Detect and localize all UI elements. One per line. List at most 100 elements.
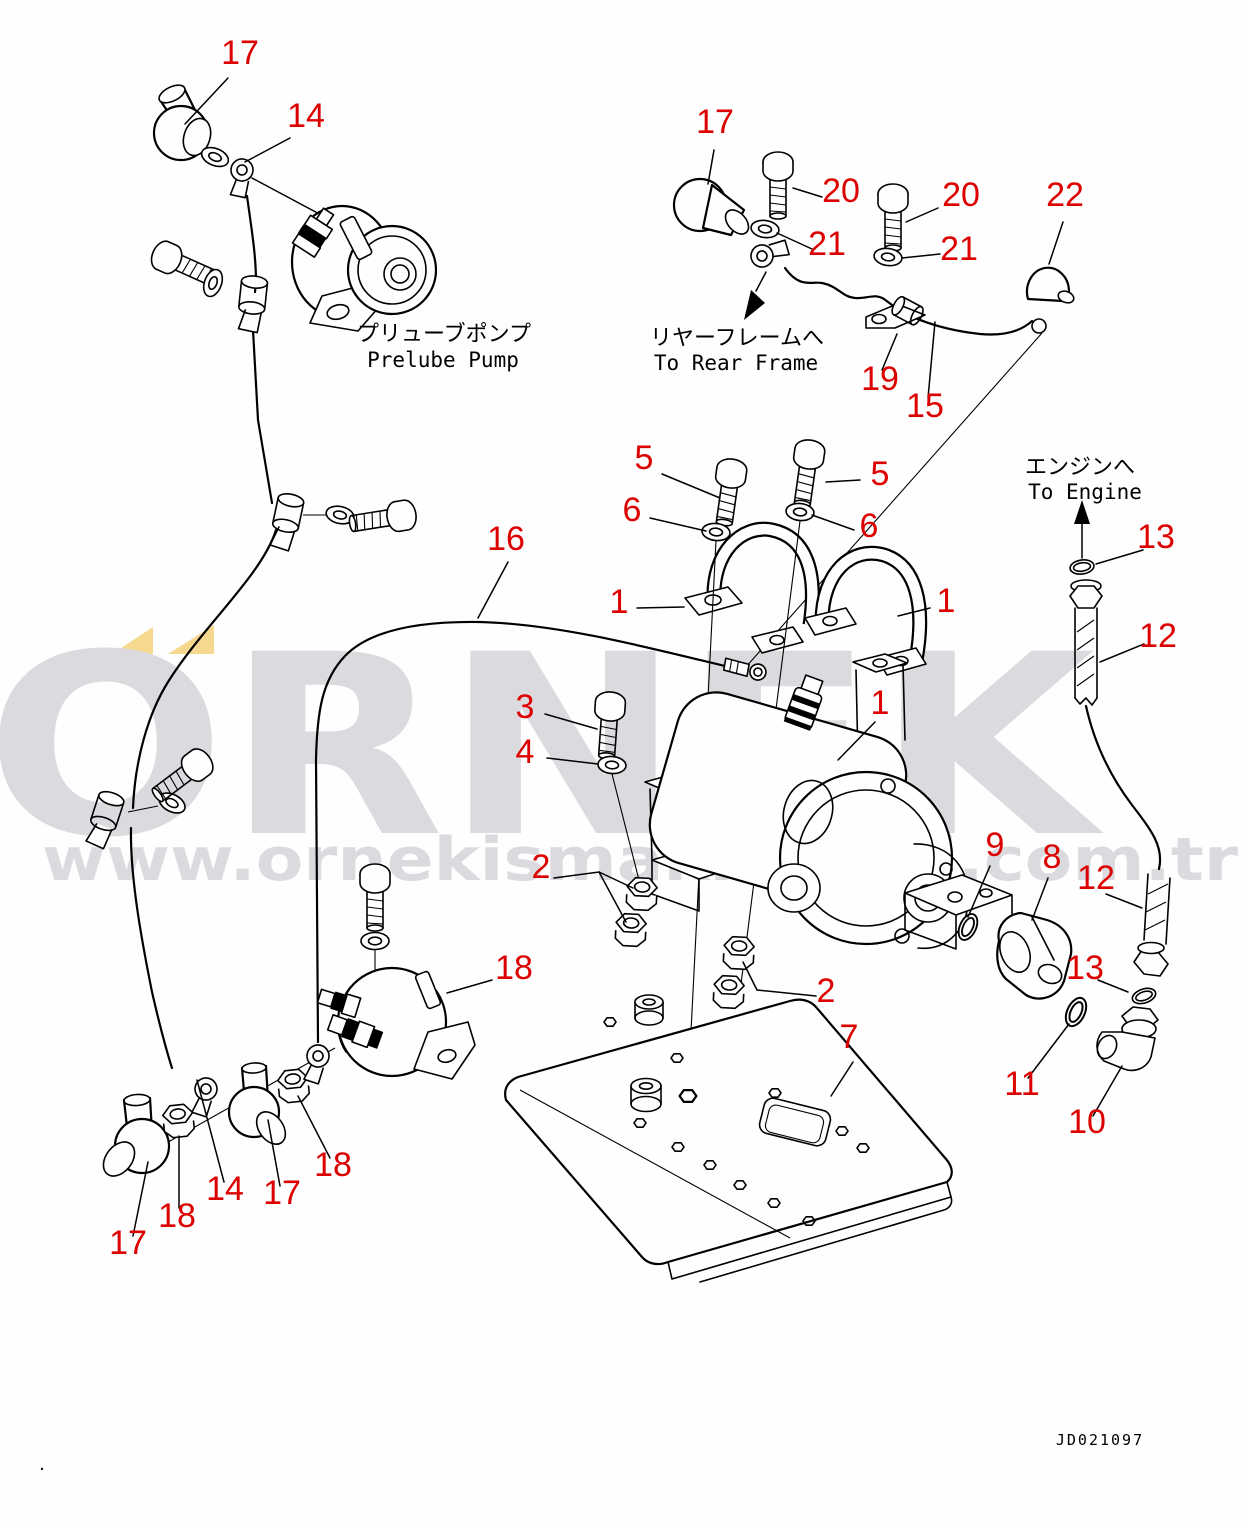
label-engine-en: To Engine xyxy=(1028,480,1142,504)
callout-14: 14 xyxy=(287,97,325,135)
label-prelube-pump-jp: プリューブポンプ xyxy=(357,322,531,347)
ring-terminal xyxy=(747,235,792,271)
prelube-pump-motor xyxy=(644,653,1013,950)
callout-18: 18 xyxy=(314,1146,352,1184)
direction-arrow-down xyxy=(744,271,767,320)
text-annotations: プリューブポンプ Prelube Pump リヤーフレームへ To Rear F… xyxy=(37,322,1144,1474)
washer xyxy=(360,931,390,951)
bolt xyxy=(346,497,419,540)
o-ring xyxy=(1129,984,1159,1008)
engine-hose-group xyxy=(1060,500,1171,1072)
motor-fasteners xyxy=(590,690,756,1010)
callout-18: 18 xyxy=(158,1197,196,1235)
callout-17: 17 xyxy=(221,34,259,72)
label-rear-frame-jp: リヤーフレームへ xyxy=(650,326,824,351)
drawing-number: JD021097 xyxy=(1056,1431,1144,1449)
washer xyxy=(749,217,781,241)
callout-1: 1 xyxy=(937,582,956,620)
callout-20: 20 xyxy=(822,172,860,210)
callout-1: 1 xyxy=(610,583,629,621)
nut xyxy=(712,974,746,1010)
hose-upper xyxy=(1069,579,1103,706)
mounting-plate xyxy=(504,994,953,1283)
callout-10: 10 xyxy=(1068,1103,1106,1141)
callout-17: 17 xyxy=(696,103,734,141)
callout-19: 19 xyxy=(861,360,899,398)
elbow-fitting xyxy=(1096,1006,1159,1072)
callout-20: 20 xyxy=(942,176,980,214)
rubber-mount xyxy=(630,1077,662,1113)
rubber-mount xyxy=(634,994,664,1026)
terminal-boot xyxy=(672,177,750,237)
relay-terminals xyxy=(291,207,335,258)
ring-terminal xyxy=(299,1041,333,1086)
nut xyxy=(722,935,756,971)
callout-13: 13 xyxy=(1066,949,1104,987)
bolt xyxy=(708,456,749,529)
cover-cap xyxy=(1025,266,1075,304)
callout-21: 21 xyxy=(940,230,978,268)
callout-5: 5 xyxy=(635,439,654,477)
direction-arrow-up xyxy=(1074,500,1090,559)
callout-5: 5 xyxy=(871,455,890,493)
callout-7: 7 xyxy=(840,1018,859,1056)
o-ring xyxy=(1068,557,1096,577)
hose-lower xyxy=(1129,873,1171,1008)
callout-18: 18 xyxy=(495,949,533,987)
prelube-pump-relay-group xyxy=(146,84,438,334)
callout-15: 15 xyxy=(906,387,944,425)
callout-2: 2 xyxy=(532,848,551,886)
terminal-boot xyxy=(152,84,212,162)
callout-13: 13 xyxy=(1137,518,1175,556)
nut xyxy=(614,912,648,948)
terminal-boot xyxy=(102,1093,171,1177)
nut xyxy=(161,1102,196,1140)
watermark-accent-triangle xyxy=(168,625,214,654)
bolt xyxy=(762,151,794,220)
label-engine-jp: エンジンへ xyxy=(1025,455,1135,480)
terminal-boot xyxy=(227,1062,287,1145)
label-prelube-pump-en: Prelube Pump xyxy=(367,348,519,372)
battery-relay-group xyxy=(102,863,476,1177)
relay-terminals xyxy=(326,1014,384,1049)
bolt xyxy=(786,437,827,510)
motor-terminal-stud xyxy=(783,674,824,731)
wiring-harness-lines xyxy=(129,194,1162,1070)
wire-clamp xyxy=(235,273,269,334)
relay xyxy=(316,966,476,1080)
washer xyxy=(199,266,227,300)
pump-strap-clamps xyxy=(684,437,928,1091)
mount-bracket-right xyxy=(904,874,1013,950)
watermark-accent-triangle xyxy=(112,627,153,654)
callout-21: 21 xyxy=(808,225,846,263)
bolt xyxy=(877,183,909,252)
callout-12: 12 xyxy=(1139,617,1177,655)
ring-terminal xyxy=(722,657,767,681)
ring-terminal xyxy=(226,156,256,200)
relay-terminals xyxy=(316,988,362,1019)
callout-3: 3 xyxy=(516,688,535,726)
bolt xyxy=(359,863,391,932)
nut xyxy=(276,1067,311,1105)
wire-clamp xyxy=(266,490,306,553)
callout-9: 9 xyxy=(986,826,1005,864)
corner-mark: . xyxy=(37,1456,48,1474)
callout-12: 12 xyxy=(1077,859,1115,897)
callout-6: 6 xyxy=(623,491,642,529)
prelube-pump-relay xyxy=(251,177,438,332)
callout-14: 14 xyxy=(206,1170,244,1208)
callout-1: 1 xyxy=(871,684,890,722)
ring-terminal xyxy=(187,1074,221,1119)
callout-16: 16 xyxy=(487,520,525,558)
label-rear-frame-en: To Rear Frame xyxy=(654,351,818,375)
outlet-fittings xyxy=(953,910,1073,1000)
callout-8: 8 xyxy=(1043,838,1062,876)
callout-6: 6 xyxy=(860,507,879,545)
rear-frame-harness-group xyxy=(672,151,1075,329)
harness-clamp xyxy=(865,295,926,329)
callout-11: 11 xyxy=(1004,1065,1039,1103)
callout-2: 2 xyxy=(817,972,836,1010)
